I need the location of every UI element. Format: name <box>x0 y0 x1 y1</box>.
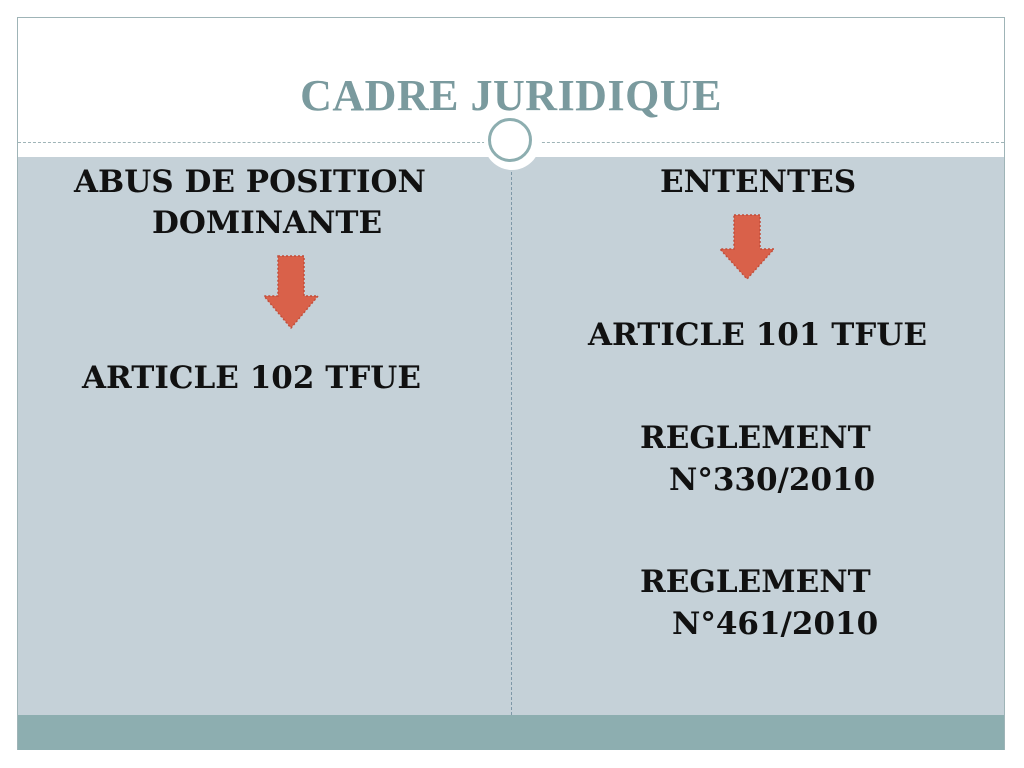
left-heading-line1: ABUS DE POSITION <box>74 164 426 200</box>
right-regulation2-line2: N°461/2010 <box>672 606 879 642</box>
column-divider <box>511 172 512 715</box>
right-regulation1-line2: N°330/2010 <box>669 462 876 498</box>
left-article: ARTICLE 102 TFUE <box>82 360 421 396</box>
right-regulation1-line1: REGLEMENT <box>640 420 871 456</box>
right-heading: ENTENTES <box>660 164 857 200</box>
right-regulation2-line1: REGLEMENT <box>640 564 871 600</box>
down-arrow-icon <box>718 214 776 281</box>
medallion-ring-icon <box>488 118 532 162</box>
left-heading-line2: DOMINANTE <box>152 205 383 241</box>
footer-bar <box>18 715 1004 750</box>
slide-title: CADRE JURIDIQUE <box>300 71 722 120</box>
down-arrow-icon <box>262 255 320 330</box>
right-article: ARTICLE 101 TFUE <box>588 317 927 353</box>
